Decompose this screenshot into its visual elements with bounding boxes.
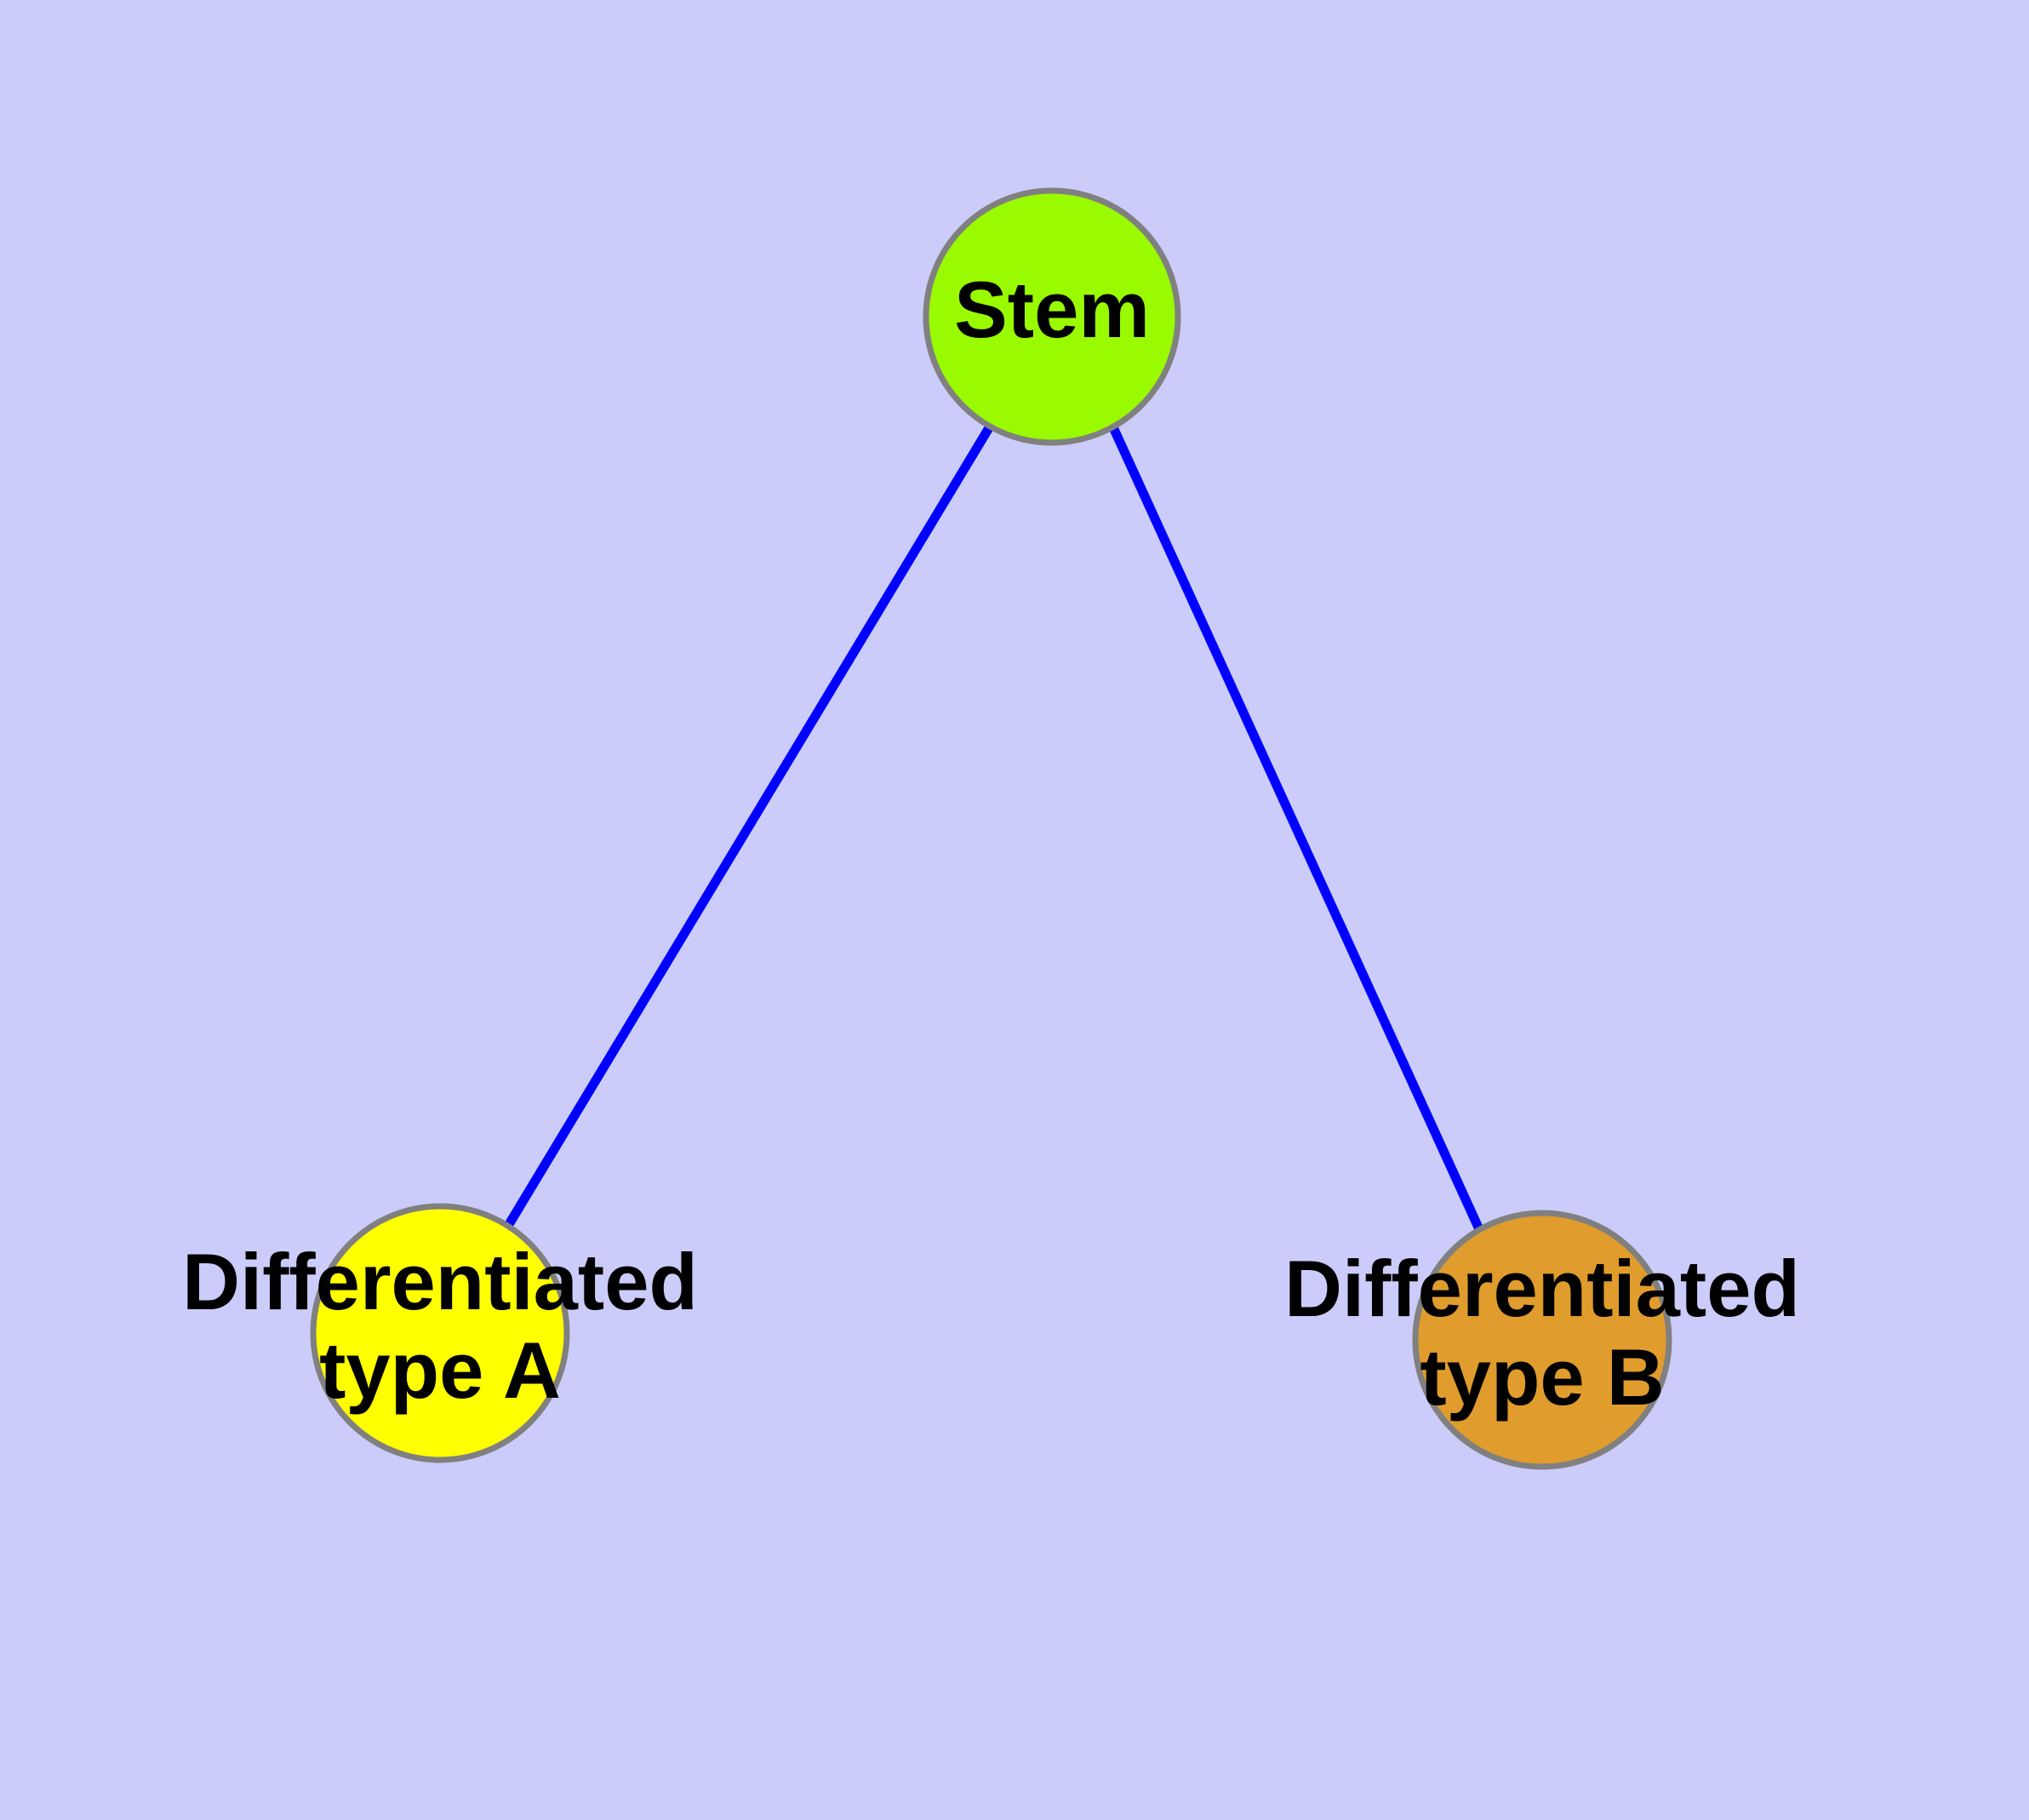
- edge-stem-to-diff-a[interactable]: [504, 424, 994, 1228]
- edges-layer: [504, 424, 1484, 1232]
- node-stem-label: Stem: [954, 265, 1150, 354]
- edge-stem-to-diff-b[interactable]: [1108, 425, 1484, 1232]
- node-diff-a-circle[interactable]: [310, 1203, 570, 1463]
- node-stem[interactable]: Stem: [923, 187, 1181, 446]
- node-diff-b-circle[interactable]: [1412, 1210, 1672, 1470]
- node-stem-circle[interactable]: [923, 187, 1181, 446]
